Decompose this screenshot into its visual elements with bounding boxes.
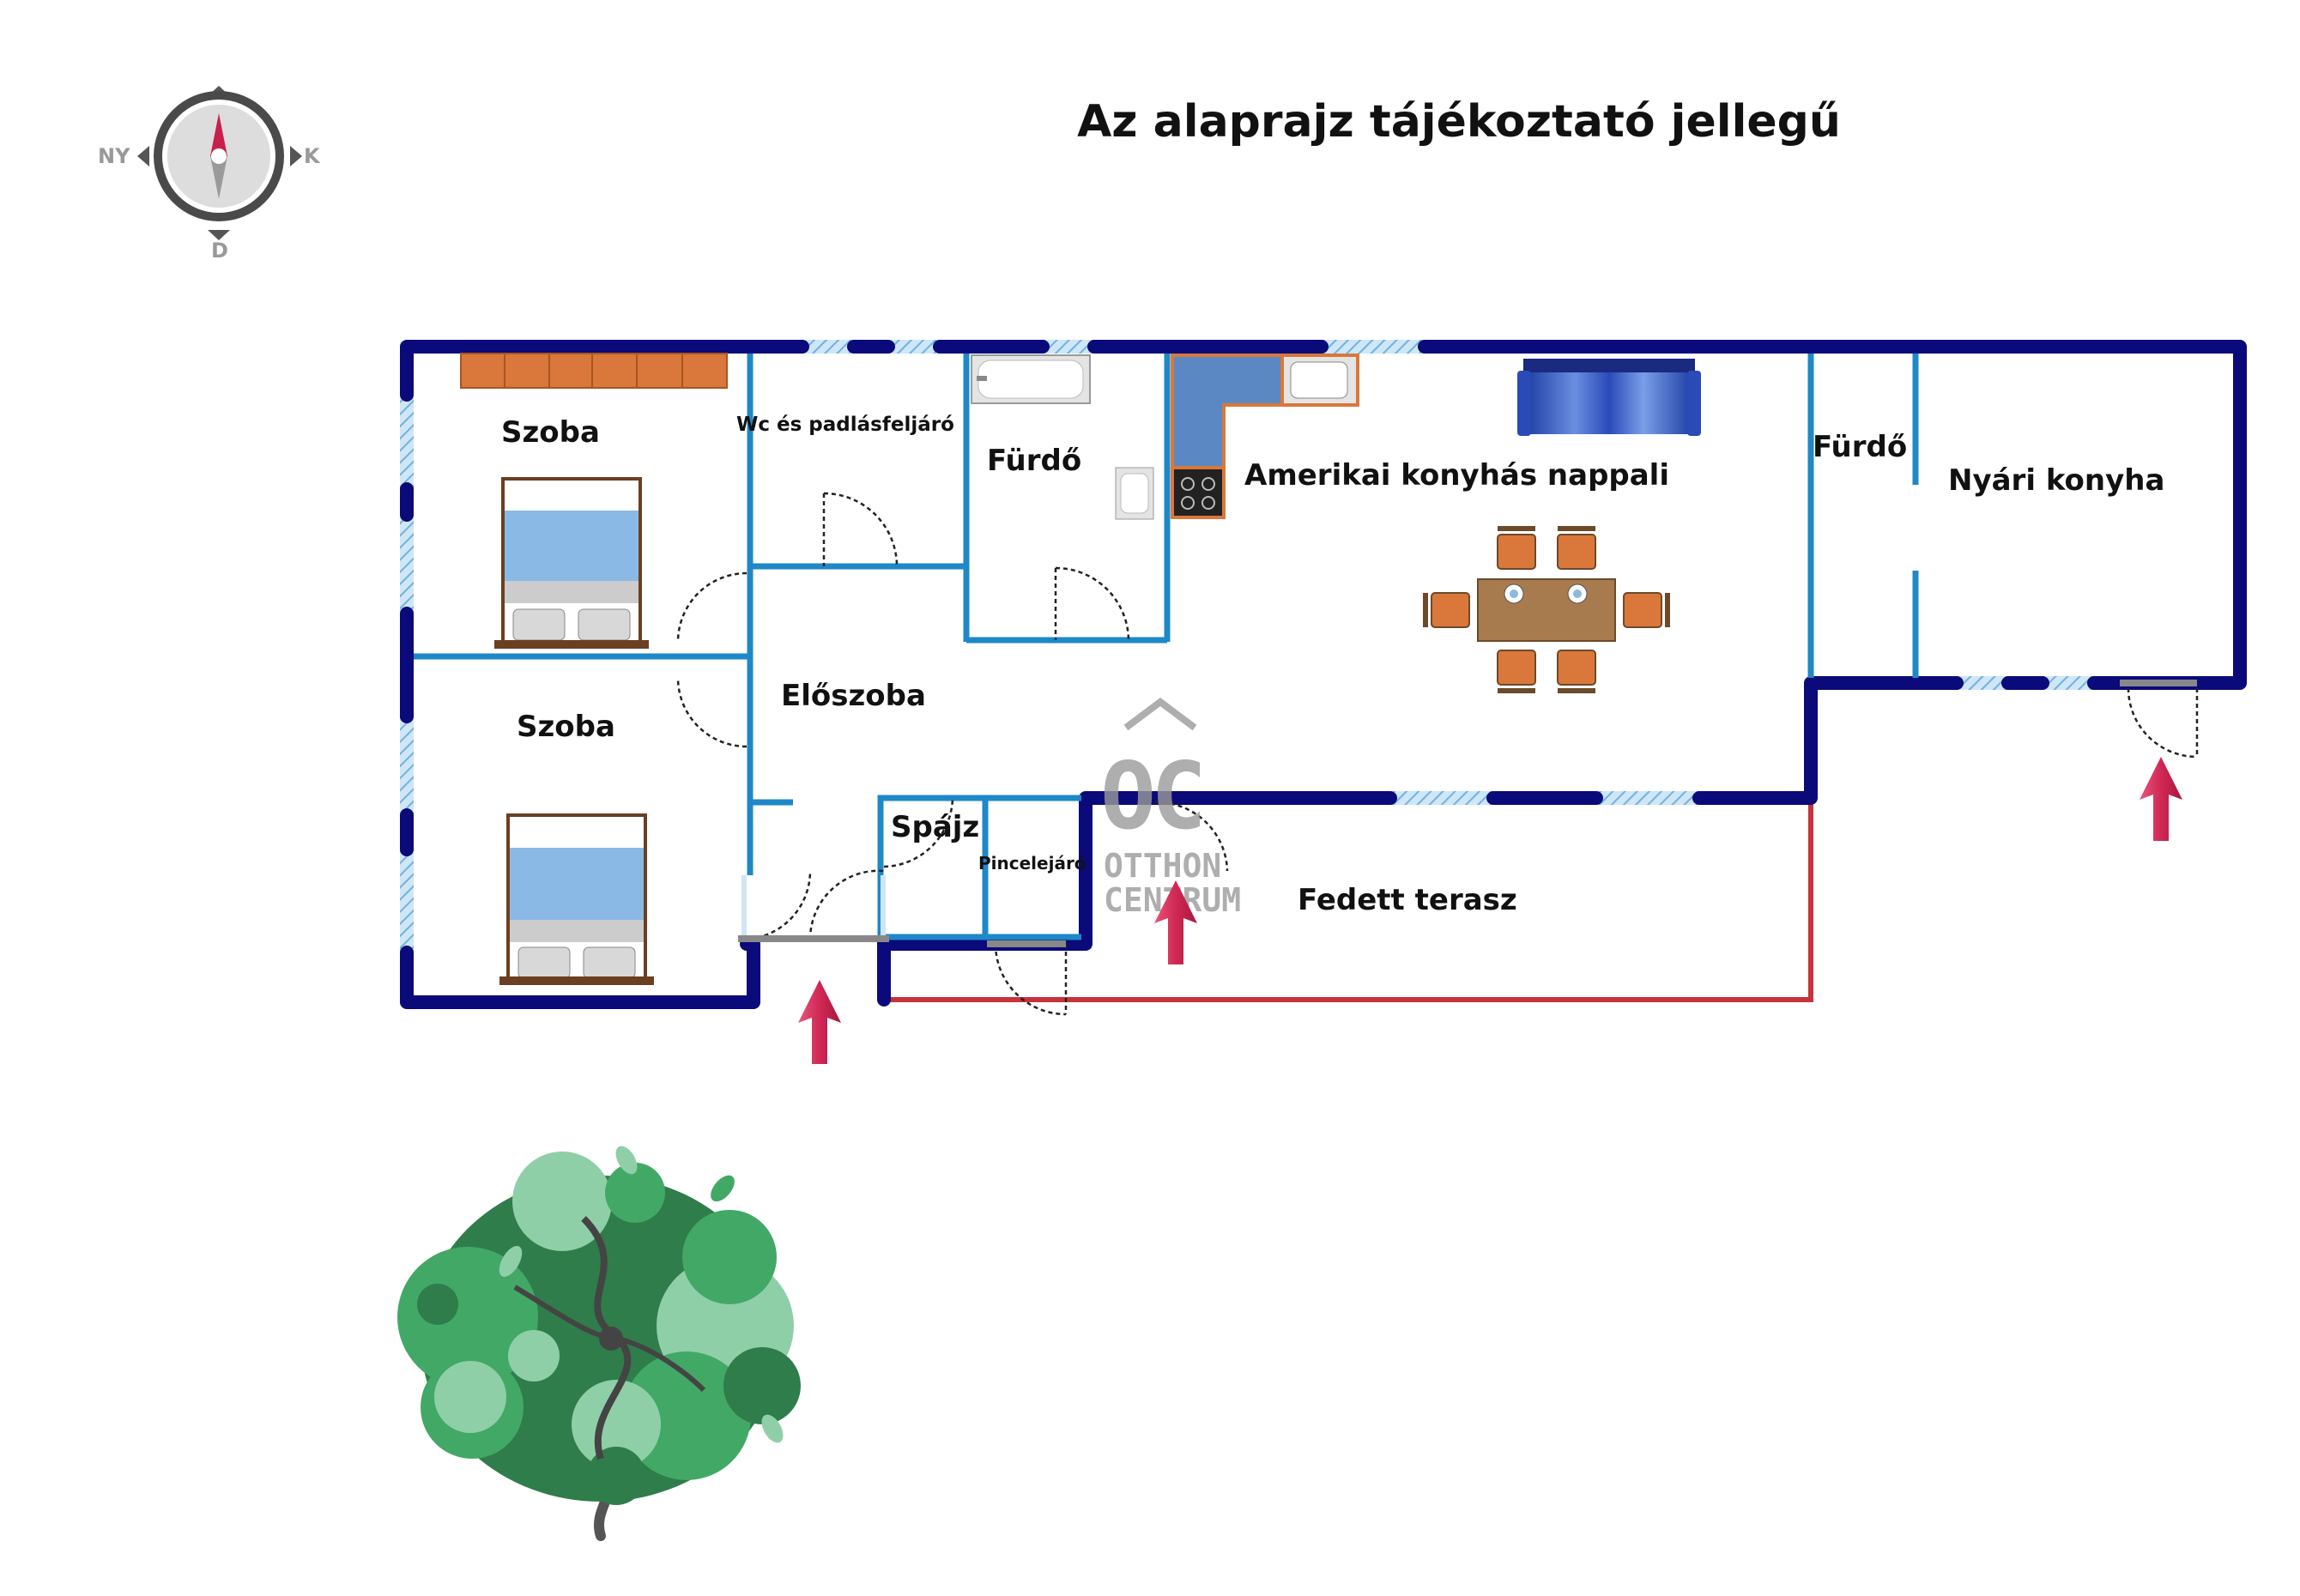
inner-walls	[414, 354, 1919, 940]
room-label-pincelejaro: Pincelejáró	[978, 853, 1086, 874]
page-title: Az alaprajz tájékoztató jellegű	[1077, 96, 1841, 148]
sofa-icon	[1517, 359, 1701, 436]
sink-icon	[1115, 467, 1154, 520]
doors	[676, 492, 2199, 1016]
room-label-furdo-2: Fürdő	[1813, 430, 1907, 464]
bed-icon-bottom	[499, 813, 654, 985]
watermark-line1: OTTHON	[1104, 847, 1221, 885]
tree-icon	[397, 1146, 801, 1541]
room-label-szoba-bottom: Szoba	[517, 710, 615, 744]
entry-thresholds	[738, 680, 2197, 947]
watermark-logo: OC OTTHON CENTRUM	[1100, 698, 1241, 919]
kitchen-counter-icon	[1171, 354, 1359, 519]
windows	[400, 340, 2094, 952]
compass-west-label: NY	[98, 144, 130, 168]
entry-arrow-icon	[798, 757, 2182, 1064]
bed-icon-top	[494, 477, 649, 649]
watermark-monogram: OC	[1100, 743, 1201, 850]
compass-south-label: D	[211, 239, 228, 263]
room-label-furdo: Fürdő	[987, 444, 1081, 478]
room-label-eloszoba: Előszoba	[781, 679, 926, 713]
bathtub-icon	[971, 354, 1091, 404]
room-label-wc: Wc és padlásfeljáró	[736, 414, 954, 436]
wardrobe-icon	[460, 353, 728, 389]
compass-east-label: K	[304, 144, 321, 168]
terrace-outline	[881, 800, 1813, 1002]
compass-icon: NY K D	[98, 86, 321, 263]
room-label-nappali: Amerikai konyhás nappali	[1244, 458, 1669, 493]
room-label-spajz: Spájz	[891, 810, 979, 844]
room-label-nyari-konyha: Nyári konyha	[1948, 463, 2164, 498]
dining-table-icon	[1423, 526, 1670, 693]
room-label-szoba-top: Szoba	[501, 415, 600, 450]
room-label-terasz: Fedett terasz	[1298, 883, 1517, 917]
